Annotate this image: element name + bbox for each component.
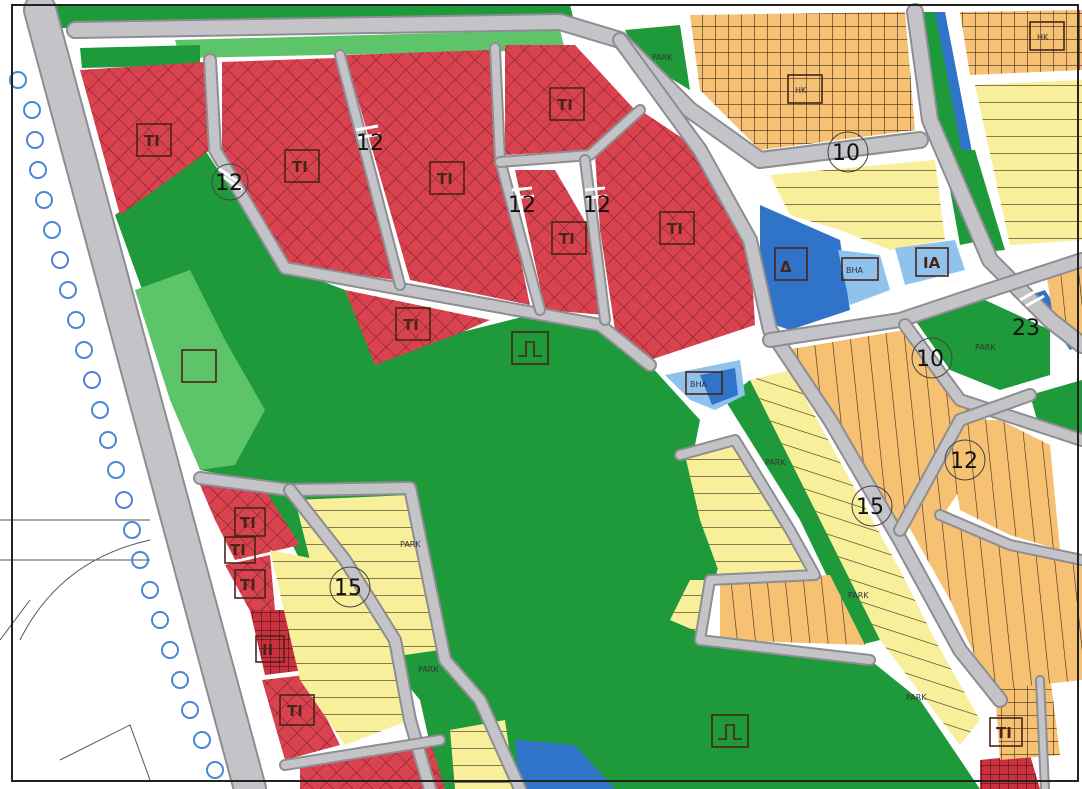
commercial-block-1 [80,62,210,215]
zone-labels-commercial: TI TI TI TI TI TI TI TI TI TI II TI TI [136,87,1023,747]
public-block-south [515,740,615,789]
residential-yellow-4 [685,440,815,575]
map-frame [11,4,1079,782]
zone-label-ti: TI [240,514,256,532]
road-width-labels: 12 12 12 12 10 10 12 15 15 23 [211,131,1040,608]
zone-label-ti: TI [292,158,308,176]
road-width-label: 15 [334,576,362,601]
boundary-circles [9,71,224,779]
residential-yellow-3 [750,370,980,745]
residential-yellow-7 [270,550,410,745]
road-width-label: 23 [1012,316,1040,341]
park-label: PARK [765,458,786,467]
road-width-label: 12 [508,193,536,218]
commercial-blocks [80,45,1040,789]
sport-block-grid [690,12,915,150]
commercial-block-12 [300,740,445,789]
commercial-block-8 [200,485,300,560]
road-width-label: 12 [950,449,978,474]
zone-label-ti: TI [667,220,683,238]
commercial-block-3 [345,50,530,305]
sport-block-grid-2 [960,10,1082,75]
zone-label-ti: TI [996,724,1012,742]
zone-label-ti: TI [287,702,303,720]
road-width-label: 10 [832,141,860,166]
zone-label-ti: TI [559,230,575,248]
park-labels: PARK PARK PARK PARK PARK PARK PARK [400,53,996,702]
park-label: PARK [400,540,421,549]
zone-labels-facility: Δ BHA IA BHA HK HK [181,21,1065,748]
park-area-main [115,150,980,789]
light-park-area [135,270,265,470]
park-label: PARK [418,665,439,674]
commercial-block-13 [980,755,1040,789]
commercial-block-5 [515,170,605,315]
zone-label-ti: TI [144,132,160,150]
road-width-label: 10 [916,347,944,372]
zone-label-ti: TI [437,170,453,188]
park-label: PARK [906,693,927,702]
park-plot-north-left [80,45,200,68]
residential-orange-2 [945,420,1060,550]
education-label: IA [923,254,941,272]
residential-yellow-1 [770,160,945,250]
health-block-2-core [700,368,738,405]
park-strip-east-lower [955,150,1005,252]
commercial-block-6 [595,110,755,360]
zone-label-ii: II [262,641,273,659]
road-width-label: 12 [583,193,611,218]
public-facility-label: Δ [780,258,792,276]
commercial-block-4 [505,45,635,155]
residential-orange-1 [785,330,1000,525]
road-width-label: 15 [856,495,884,520]
sport-label: HK [795,86,807,95]
cadastre-lines [0,519,151,781]
park-plot-top [625,25,690,90]
road-width-label: 12 [215,171,243,196]
park-strip-diagonal [725,380,880,645]
park-plot-right [915,300,1050,390]
zone-label-ti: TI [240,576,256,594]
road-width-label: 12 [356,131,384,156]
park-label: PARK [848,591,869,600]
zone-label-ti: TI [557,96,573,114]
road-crossings [217,124,1045,308]
park-label: PARK [975,343,996,352]
commercial-block-11 [262,675,340,760]
residential-yellow-2 [975,80,1082,245]
sport-label: HK [1037,33,1049,42]
health-block-1 [838,250,890,305]
commercial-block-2 [222,58,395,280]
commercial-block-9 [225,555,275,620]
zone-label-ti: TI [230,541,246,559]
public-facility-block [760,205,850,330]
commercial-block-7 [345,290,490,365]
health-label: BHA [846,266,864,275]
health-label: BHA [690,380,708,389]
zone-label-ti: TI [403,316,419,334]
road-network [23,0,1082,789]
park-label: PARK [652,53,673,62]
residential-orange-4 [720,575,865,645]
